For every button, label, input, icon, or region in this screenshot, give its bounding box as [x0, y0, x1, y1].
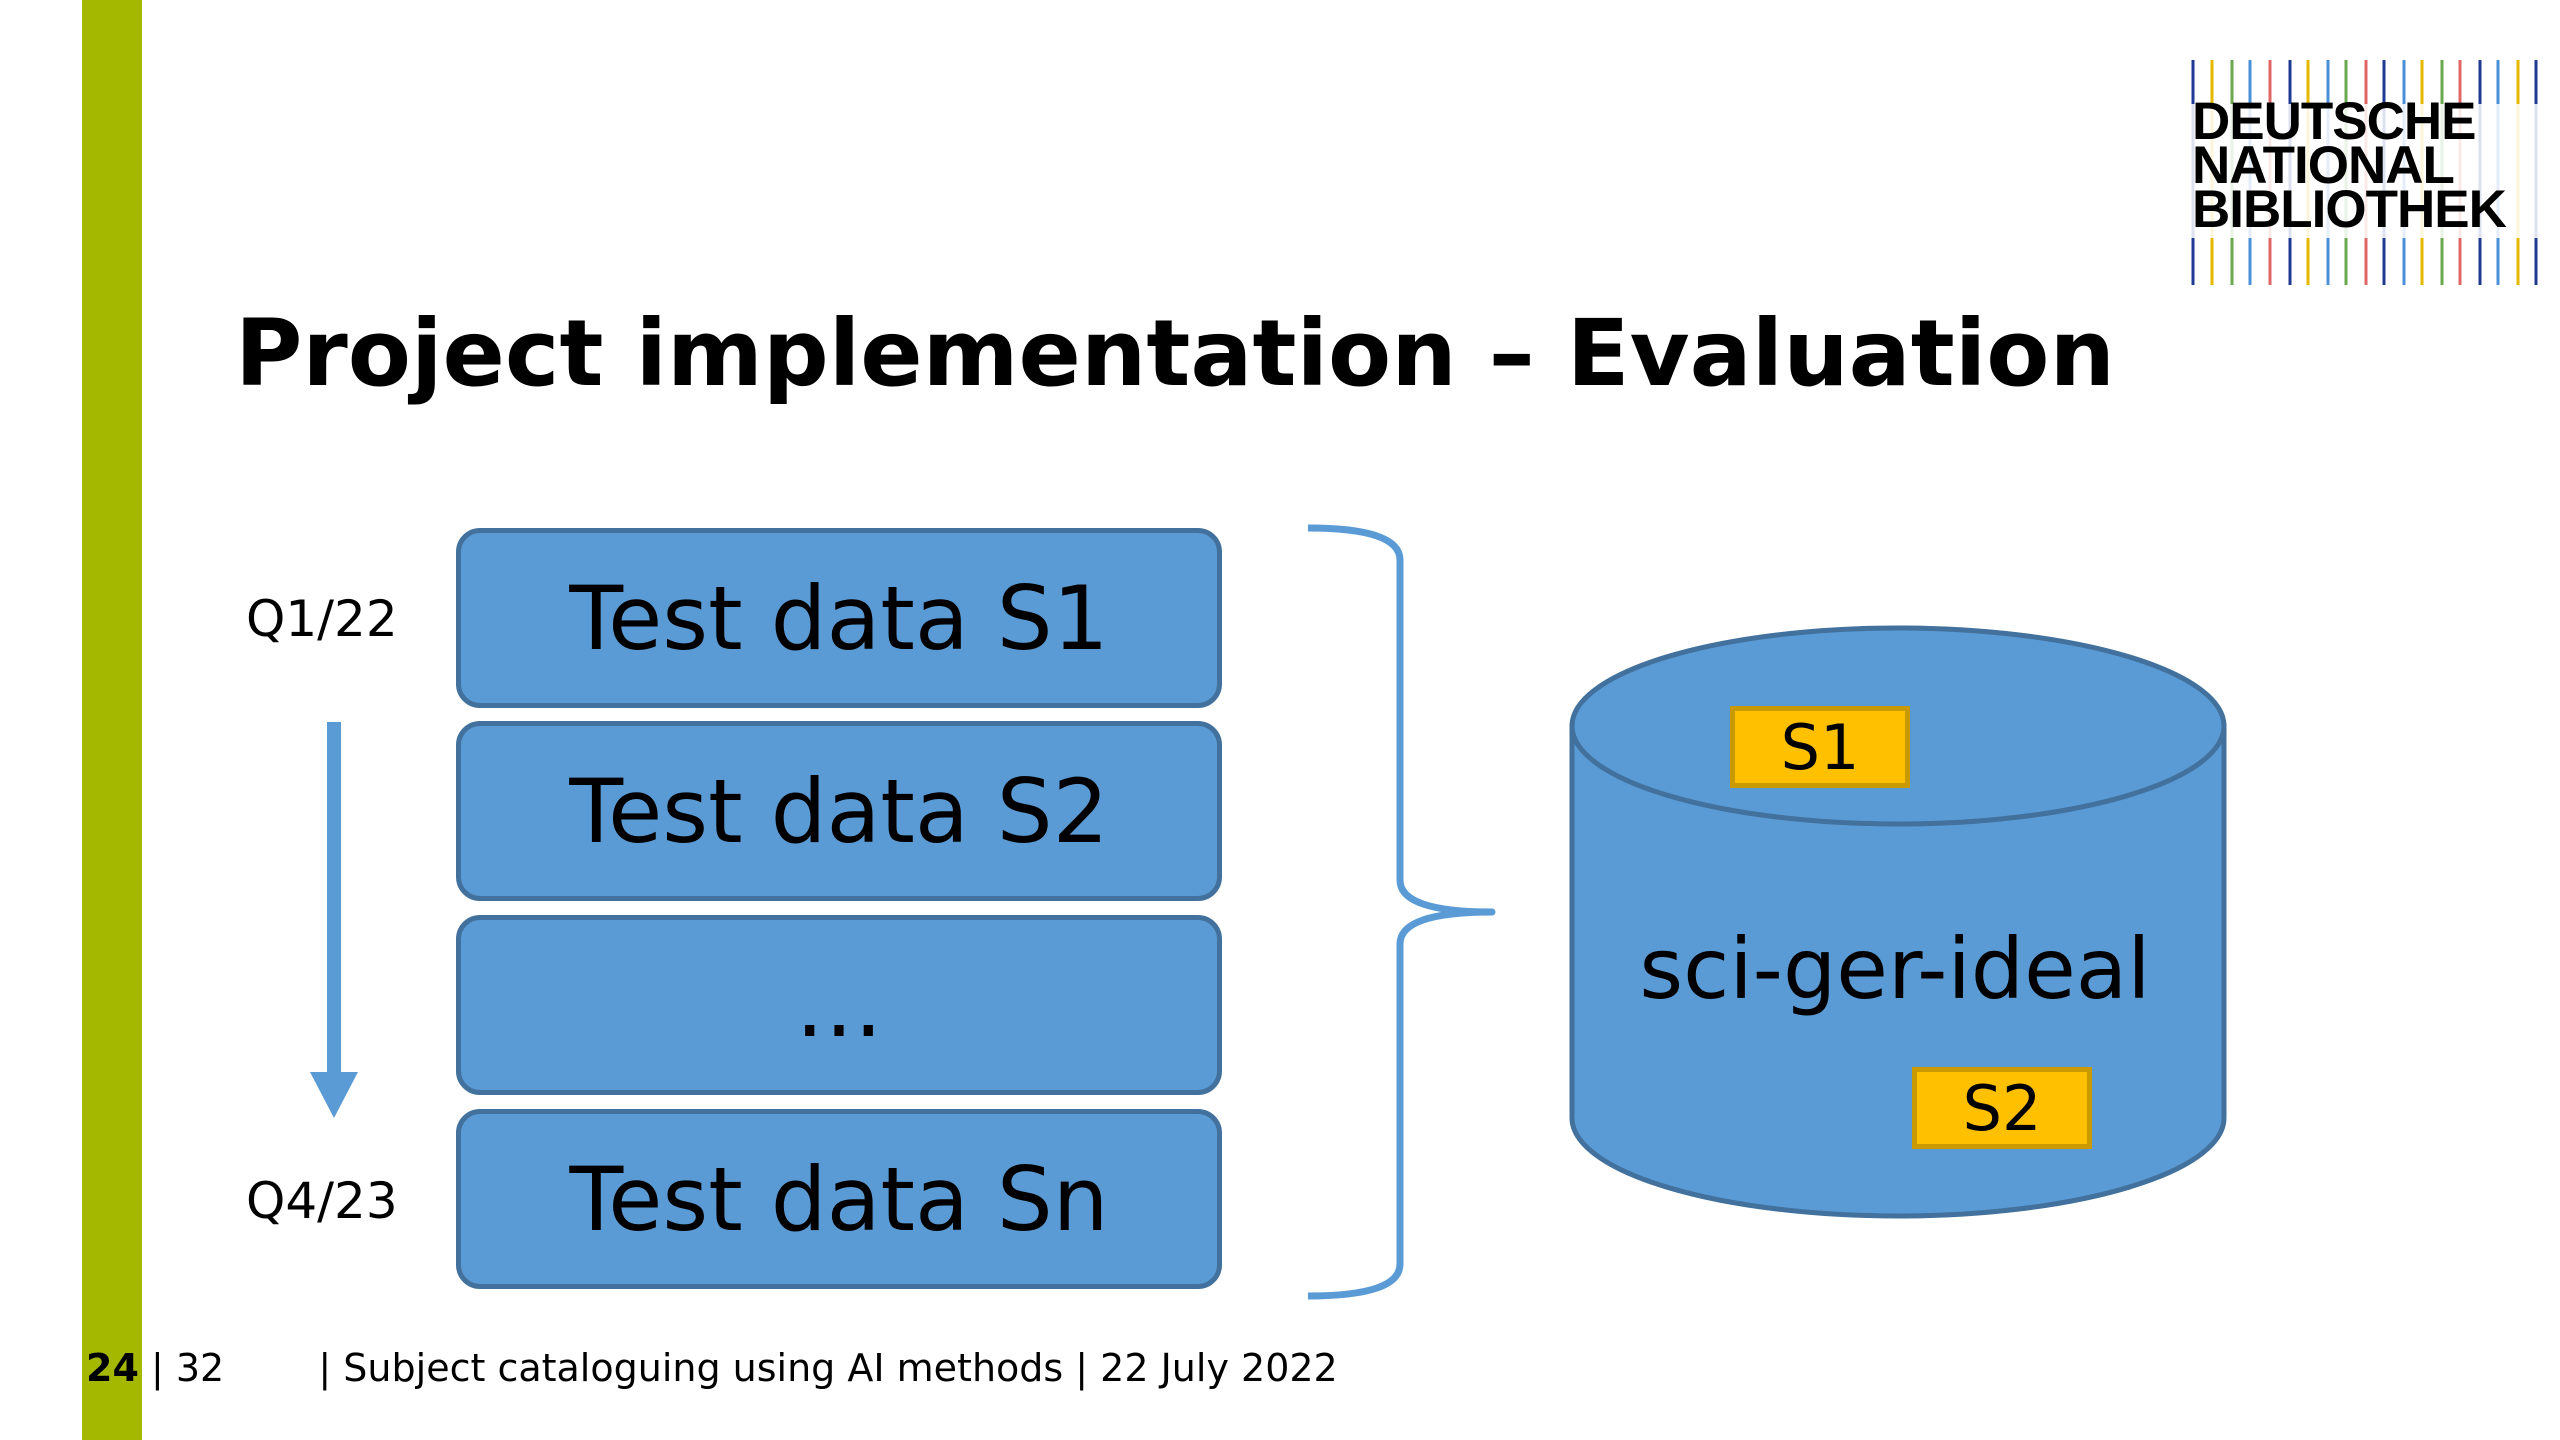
timeline-arrow-head — [310, 1072, 358, 1118]
grouping-brace — [1307, 524, 1496, 1300]
tag-label: S2 — [1962, 1071, 2042, 1145]
logo-text: DEUTSCHE NATIONAL BIBLIOTHEK — [2192, 92, 2507, 239]
tag-label: S1 — [1780, 710, 1860, 784]
timeline-start-label: Q1/22 — [246, 590, 398, 648]
test-data-label: Test data S1 — [569, 566, 1109, 670]
logo-line-2: NATIONAL — [2192, 136, 2455, 195]
logo-line-3: BIBLIOTHEK — [2192, 180, 2507, 239]
timeline-end-label: Q4/23 — [246, 1172, 398, 1230]
test-data-block: Test data Sn — [456, 1109, 1222, 1289]
slide-footer: 24 | 32 | Subject cataloguing using AI m… — [86, 1346, 1338, 1390]
footer-text: | Subject cataloguing using AI methods |… — [318, 1346, 1338, 1390]
database-tag-s1: S1 — [1730, 706, 1910, 788]
test-data-label: Test data Sn — [569, 1147, 1109, 1251]
page-number-current: 24 — [86, 1346, 139, 1390]
page-number-total: | 32 — [150, 1346, 225, 1390]
dnb-logo: DEUTSCHE NATIONAL BIBLIOTHEK — [2190, 60, 2540, 285]
test-data-label: Test data S2 — [569, 759, 1109, 863]
logo-line-1: DEUTSCHE — [2192, 92, 2477, 151]
test-data-block: Test data S2 — [456, 721, 1222, 901]
logo-stripes — [2190, 60, 2540, 285]
slide-title: Project implementation – Evaluation — [235, 300, 2115, 407]
test-data-label: … — [795, 953, 883, 1057]
test-data-block: Test data S1 — [456, 528, 1222, 708]
database-label: sci-ger-ideal — [1639, 920, 2151, 1018]
accent-bar — [82, 0, 142, 1440]
database-tag-s2: S2 — [1912, 1067, 2092, 1149]
test-data-block: … — [456, 915, 1222, 1095]
